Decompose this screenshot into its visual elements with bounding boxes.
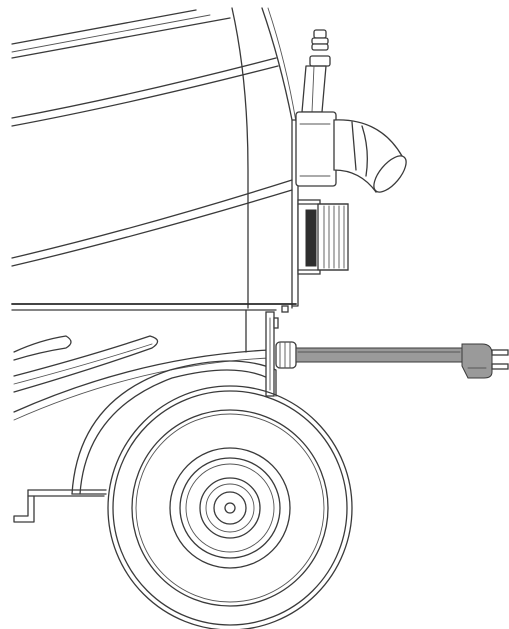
cord-body: [295, 347, 463, 363]
barb-ring-1: [311, 37, 329, 45]
side-rib-1: [13, 335, 72, 361]
cord-strain-relief: [275, 341, 297, 369]
canister-body: [317, 203, 349, 271]
tire-outer: [107, 385, 353, 629]
axle: [224, 502, 236, 514]
power-cord: [275, 341, 463, 369]
lower-body: [13, 309, 277, 495]
vacuum-inlet-elbow: [295, 111, 407, 194]
upper-housing: [11, 7, 299, 313]
filter-canister: [297, 199, 349, 275]
side-rib-2: [13, 335, 159, 393]
low-stripe-1: [11, 179, 293, 259]
mid-stripe-1: [11, 57, 277, 119]
plug-body: [461, 343, 493, 379]
tire-inner-2: [135, 413, 325, 603]
handle-bracket: [13, 489, 107, 523]
top-stripe-2: [11, 17, 231, 59]
rear-wheel: [107, 385, 353, 629]
bracket-tab: [273, 317, 279, 329]
handle-drop: [13, 489, 35, 523]
fender-arch-outer: [71, 360, 277, 495]
solution-hose-barb: [301, 29, 331, 113]
elbow-detail: [299, 123, 331, 177]
rim-outer: [169, 447, 291, 569]
mid-stripe-2: [11, 65, 279, 127]
tire-outer-2: [112, 390, 348, 626]
fender-arch-inner: [79, 369, 269, 495]
rim-ring-2: [185, 463, 275, 553]
power-plug: [461, 343, 509, 379]
strain-relief-rings: [279, 341, 291, 369]
barb-collar: [309, 55, 331, 67]
low-stripe-2: [11, 189, 293, 267]
side-rib-2b: [13, 343, 153, 385]
elbow-cuff: [351, 121, 357, 171]
top-stripe-1: [11, 9, 197, 45]
front-edge-inner: [261, 7, 293, 309]
front-edge-outer: [231, 7, 249, 309]
front-bracket: [265, 311, 279, 397]
fastener: [281, 305, 289, 313]
elbow-mouth: [373, 155, 407, 193]
canister-band: [305, 209, 317, 267]
tire-inner: [131, 409, 329, 607]
barb-stem-line: [311, 65, 315, 113]
hub-ring: [199, 477, 261, 539]
plug-prong-top: [491, 349, 509, 356]
elbow-cuff-2: [361, 125, 368, 177]
plug-prong-bottom: [491, 363, 509, 370]
elbow-base: [295, 111, 337, 187]
fender-top-2: [13, 357, 271, 421]
canister-ribs: [323, 205, 345, 269]
top-stripe-3: [11, 14, 211, 53]
hub-cap: [213, 491, 247, 525]
front-edge-mid: [267, 7, 297, 123]
fender-top: [13, 349, 271, 413]
rim-ring-1: [179, 457, 281, 559]
barb-tip: [313, 29, 327, 39]
hub-ring-2: [205, 483, 255, 533]
barb-ring-2: [311, 43, 329, 51]
